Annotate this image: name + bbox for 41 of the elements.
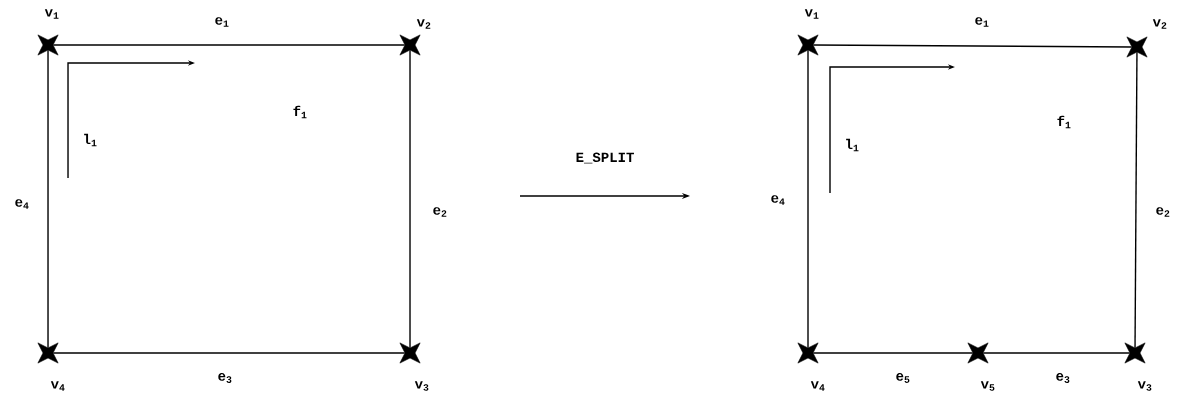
edge-label: e$_{1}$ xyxy=(973,16,991,28)
edge-line xyxy=(52,352,406,354)
edge-label: e$_{2}$ xyxy=(1154,206,1172,218)
node-label: v$_{1}$ xyxy=(804,9,819,19)
vertex-mark: v$_{3}$ xyxy=(399,342,429,391)
edge-line xyxy=(982,352,1131,354)
node-label: v$_{5}$ xyxy=(980,381,995,391)
node-label: v$_{4}$ xyxy=(810,381,825,391)
edge-label: e$_{4}$ xyxy=(769,194,787,206)
vertex-mark: v$_{4}$ xyxy=(37,342,65,391)
vertex-mark: v$_{1}$ xyxy=(37,9,59,56)
node-label: v$_{1}$ xyxy=(44,9,59,19)
operation-label: E_SPLIT xyxy=(576,152,634,164)
vertex-mark: v$_{2}$ xyxy=(1126,19,1167,58)
loop-label: l$_{1}$ xyxy=(84,133,97,147)
face-label: f$_{1}$ xyxy=(1057,115,1071,129)
edge-line xyxy=(47,49,49,349)
edge-line xyxy=(807,49,809,349)
vertex-mark: v$_{4}$ xyxy=(797,342,825,391)
loop-label: l$_{1}$ xyxy=(846,138,859,152)
edge-line xyxy=(1134,51,1138,349)
edge-line xyxy=(812,44,1133,48)
node-label: v$_{2}$ xyxy=(1152,19,1167,29)
vertex-mark: v$_{2}$ xyxy=(399,19,431,56)
edge-label: e$_{4}$ xyxy=(13,198,31,210)
edge-label: e$_{2}$ xyxy=(431,206,449,218)
face-label: f$_{1}$ xyxy=(293,105,307,119)
node-label: v$_{2}$ xyxy=(416,19,431,29)
vertex-mark: v$_{5}$ xyxy=(967,342,995,391)
edge-label: e$_{1}$ xyxy=(213,16,231,28)
edge-label: e$_{3}$ xyxy=(216,372,234,384)
edge-line xyxy=(409,49,411,349)
node-label: v$_{3}$ xyxy=(1137,381,1152,391)
vertex-mark: v$_{3}$ xyxy=(1124,342,1152,391)
edge-label: e$_{3}$ xyxy=(1054,372,1072,384)
vertex-mark: v$_{1}$ xyxy=(797,9,819,56)
node-label: v$_{3}$ xyxy=(414,381,429,391)
edge-line xyxy=(52,44,406,46)
node-label: v$_{4}$ xyxy=(50,381,65,391)
edge-label: e$_{5}$ xyxy=(894,372,912,384)
edge-line xyxy=(812,352,974,354)
